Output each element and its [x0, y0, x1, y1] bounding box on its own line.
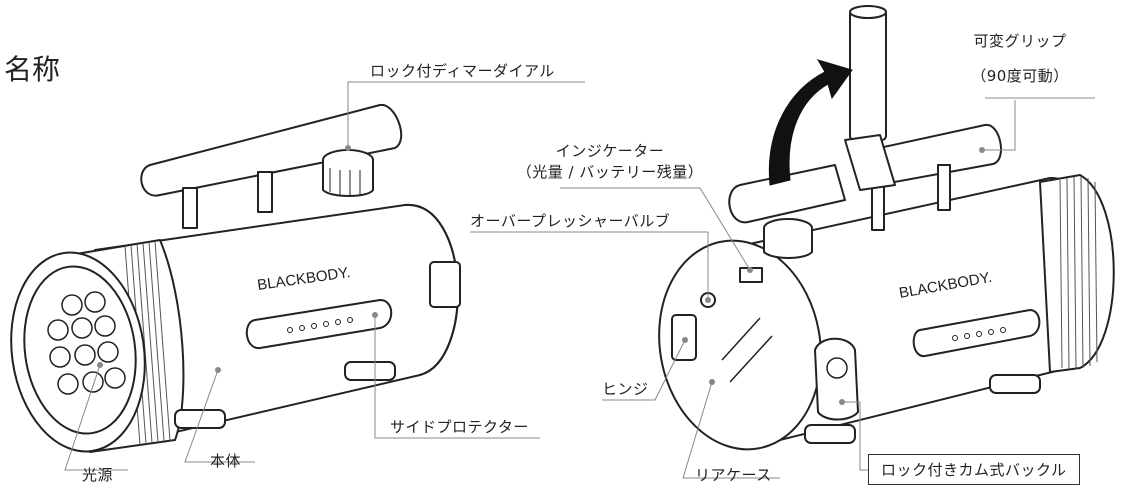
right-rear-case: [658, 239, 822, 451]
label-rear-case: リアケース: [695, 466, 772, 484]
right-foot-2: [989, 374, 1041, 394]
label-pressure-valve: オーバープレッシャーバルブ: [470, 212, 671, 230]
label-indicator-line1: インジケーター: [555, 142, 665, 160]
left-handle-post-2: [257, 171, 273, 213]
left-front-bezel: [23, 265, 137, 435]
left-foot-2: [344, 361, 396, 381]
right-grip-clamp: [844, 134, 896, 191]
leader-lines: [64, 81, 1095, 479]
left-hinge: [429, 261, 461, 308]
left-led-array: [47, 291, 126, 395]
label-side-protector: サイドプロテクター: [390, 418, 529, 436]
leader-dots: [97, 145, 985, 405]
label-indicator: インジケーター （光量 / バッテリー残量）: [495, 140, 725, 182]
left-handle: [140, 103, 403, 197]
label-light-source: 光源: [82, 466, 114, 484]
right-handle-post-2: [937, 164, 951, 211]
label-grip-line1: 可変グリップ: [973, 32, 1067, 50]
label-hinge: ヒンジ: [602, 380, 649, 398]
label-indicator-line2: （光量 / バッテリー残量）: [516, 163, 704, 181]
right-head: [1039, 174, 1115, 373]
right-head-ribs: [1059, 175, 1098, 370]
left-head-ribs: [124, 240, 171, 446]
right-foot-1: [804, 424, 856, 444]
label-cam-buckle: ロック付きカム式バックル: [868, 454, 1080, 485]
label-dimmer-dial: ロック付ディマーダイアル: [370, 62, 555, 80]
page-title: 名称: [4, 53, 61, 86]
label-grip-line2: （90度可動）: [971, 67, 1069, 85]
right-cam-buckle: [814, 337, 859, 421]
left-light: [10, 103, 461, 453]
right-light: [658, 5, 1115, 451]
left-handle-post-1: [182, 187, 198, 229]
rotation-arrow: [768, 59, 853, 186]
label-grip: 可変グリップ （90度可動）: [945, 30, 1095, 86]
left-protector-dots: [287, 317, 353, 333]
label-body: 本体: [210, 452, 242, 470]
right-handle-post-1: [871, 184, 885, 231]
right-grip-horizontal: [728, 164, 846, 224]
left-side-protector: [245, 299, 393, 349]
right-grip-vertical: [849, 9, 887, 141]
